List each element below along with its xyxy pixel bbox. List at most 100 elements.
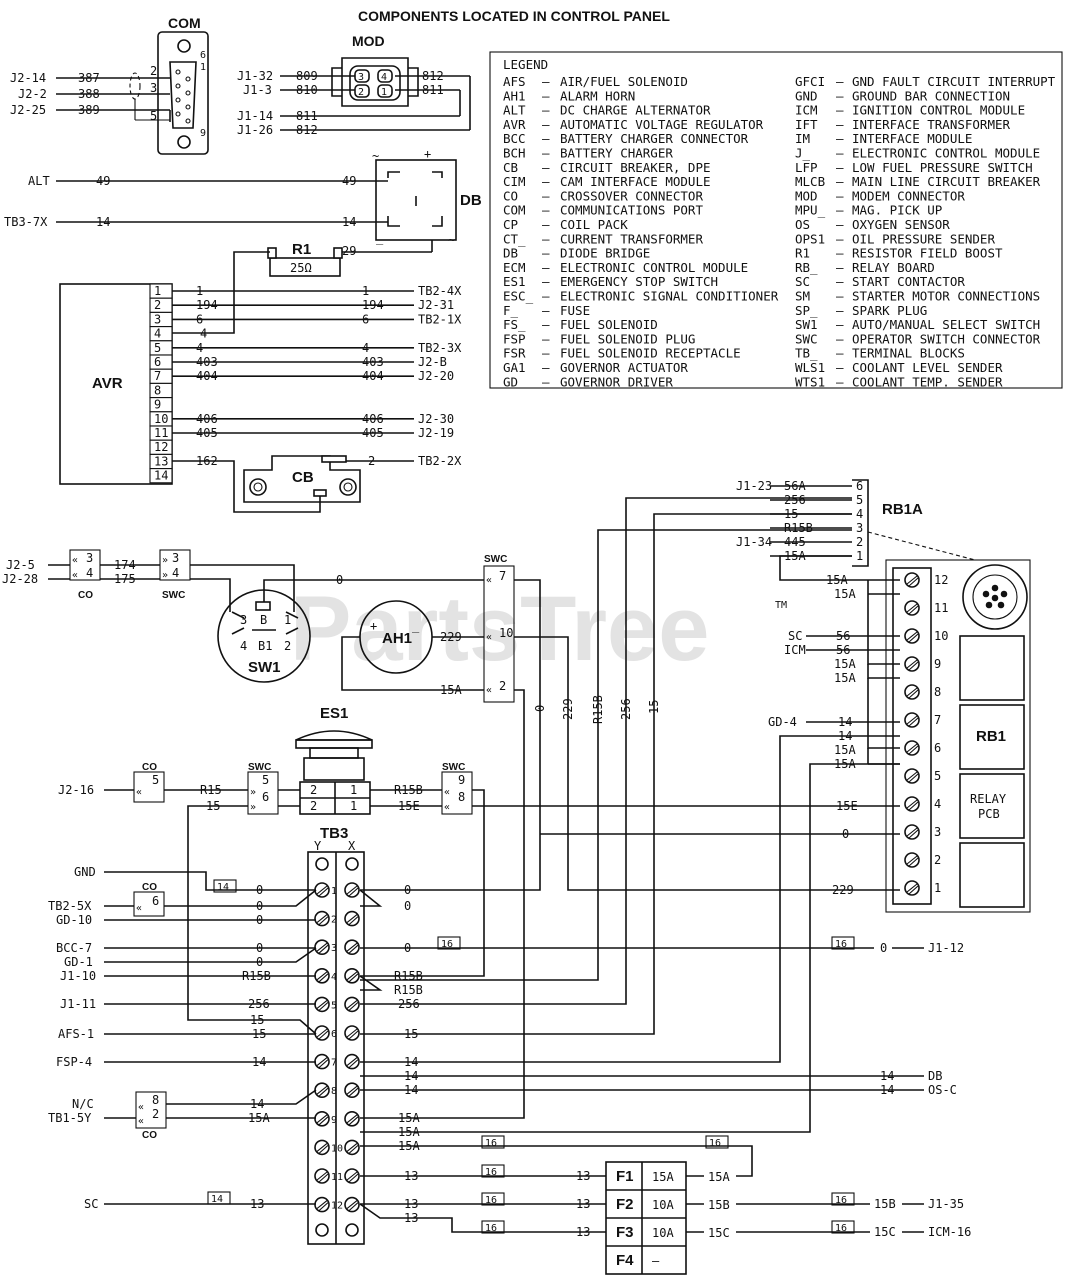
rb1-terminal-10: 10 [934, 629, 948, 643]
legend-abbr: GD [503, 374, 518, 389]
legend-dash: – [836, 88, 844, 103]
tb3-screw-y [314, 1196, 330, 1213]
es1-p1: 2 [310, 783, 317, 797]
fuse-F2: F2 [616, 1196, 634, 1213]
db-ac2: ~ [448, 233, 455, 247]
legend-dash: – [542, 203, 550, 218]
vert-229: 229 [561, 698, 575, 720]
tb3-from-afs1: AFS-1 [58, 1027, 94, 1041]
svg-text:»: » [250, 787, 256, 798]
rb1-w-4: 15A [834, 671, 856, 685]
legend-desc: GOVERNOR ACTUATOR [560, 360, 688, 375]
sw1-c1: 1 [284, 613, 291, 627]
legend-abbr: LFP [795, 160, 818, 175]
legend-dash: – [542, 274, 550, 289]
legend-abbr: WLS1 [795, 360, 825, 375]
svg-text:«: « [486, 575, 492, 586]
tb3-terminal-1: 1 [331, 886, 337, 897]
avr-pin-box [149, 468, 173, 484]
rb1a-pin: 4 [856, 507, 863, 521]
tb3-w-3b: 0 [256, 955, 263, 969]
legend-abbr: DB [503, 246, 518, 261]
circuit-breaker-cb: CB 162 2 TB2-2X [172, 454, 462, 513]
out-4-to: ICM-16 [928, 1225, 971, 1239]
ah1-label: AH1 [382, 630, 412, 647]
co-tb3-label: CO [142, 882, 157, 893]
tb3-from-j1-11: J1-11 [60, 997, 96, 1011]
tb3-screw-y [314, 967, 330, 984]
legend-dash: – [836, 217, 844, 232]
tb3-left-wiring: 14 GND 0 CO 6 « TB2-5X 0 GD-10 0 BCC-7 0… [48, 865, 317, 1211]
es1-p4: 1 [350, 799, 357, 813]
tb3-terminal-6: 6 [331, 1029, 337, 1040]
legend-abbr: SP_ [795, 303, 818, 318]
tb3-from-j1-10: J1-10 [60, 969, 96, 983]
cb-label: CB [292, 469, 314, 486]
out-1-to: DB [928, 1069, 942, 1083]
es-right-15e: 15E [398, 799, 420, 813]
sw1-cB1: B1 [258, 639, 272, 653]
legend-desc: INTERFACE TRANSFORMER [852, 117, 1011, 132]
tb3-right-wiring: 0 0 16 16 0 0 J1-12 R15B R15B 256 15 14 … [359, 735, 964, 1239]
svg-text:«: « [444, 787, 450, 798]
legend-desc: MAG. PICK UP [852, 203, 942, 218]
fuse-F3: F3 [616, 1224, 634, 1241]
legend-dash: – [836, 274, 844, 289]
legend-abbr: MLCB [795, 174, 825, 189]
avr-wire: 194 [196, 298, 218, 312]
tb3-screw-x [344, 1025, 360, 1041]
tb3-from-sc: SC [84, 1197, 98, 1211]
com-from-1: J2-14 [10, 71, 46, 85]
avr-pin-1: 1 [154, 284, 161, 298]
legend-desc: RELAY BOARD [852, 260, 935, 275]
watermark: PartsTree [290, 578, 709, 680]
swc-es-label: SWC [248, 762, 271, 773]
page-title: COMPONENTS LOCATED IN CONTROL PANEL [358, 8, 670, 24]
avr-wire-end: 4 [362, 341, 369, 355]
legend-desc: INTERFACE MODULE [852, 131, 972, 146]
legend-abbr: CT_ [503, 231, 526, 246]
legend-abbr: GND [795, 88, 818, 103]
mod-pin-4: 4 [381, 72, 387, 83]
avr-wire-to: J2-B [418, 355, 447, 369]
tb3-w-4: R15B [242, 969, 271, 983]
cb-to: TB2-2X [418, 454, 462, 468]
fuse-rating: 15A [652, 1170, 674, 1184]
avr-wire-end: 194 [362, 298, 384, 312]
mod-right-wire-1: 812 [422, 69, 444, 83]
legend-desc: ELECTRONIC SIGNAL CONDITIONER [560, 289, 779, 304]
tb3-screw-y [314, 996, 330, 1013]
legend-abbr: OS [795, 217, 810, 232]
avr-pin-5: 5 [154, 341, 161, 355]
co-bot-pin2: 2 [152, 1107, 159, 1121]
svg-text:«: « [72, 570, 78, 581]
avr-wire: 4 [196, 341, 203, 355]
com-pin-3: 3 [150, 81, 157, 95]
legend-abbr: MPU_ [795, 203, 826, 218]
legend-dash: – [542, 88, 550, 103]
tag-16-f: 16 [485, 1195, 497, 1206]
avr-wire: 403 [196, 355, 218, 369]
f2-in: 13 [576, 1197, 590, 1211]
legend-dash: – [836, 146, 844, 161]
tb3-rw-8: 14 [404, 1083, 418, 1097]
tag-16-h: 16 [835, 1195, 847, 1206]
tb3-rw-7a: 14 [404, 1055, 418, 1069]
vert-15: 15 [647, 700, 661, 714]
legend-dash: – [836, 289, 844, 304]
tb3-screw-y [314, 910, 330, 927]
rb1a-pin: 6 [856, 479, 863, 493]
tb3-rw-6: 15 [404, 1027, 418, 1041]
legend-dash: – [542, 289, 550, 304]
legend-desc: CURRENT TRANSFORMER [560, 231, 703, 246]
rb1-label: RB1 [976, 728, 1006, 745]
com-from-2: J2-2 [18, 87, 47, 101]
mod-from-1: J1-32 [237, 69, 273, 83]
avr-pin-10: 10 [154, 412, 168, 426]
legend-desc: OXYGEN SENSOR [852, 217, 950, 232]
tb3-terminal-5: 5 [331, 1000, 337, 1011]
legend-dash: – [836, 374, 844, 389]
legend-desc: BATTERY CHARGER [560, 146, 673, 161]
